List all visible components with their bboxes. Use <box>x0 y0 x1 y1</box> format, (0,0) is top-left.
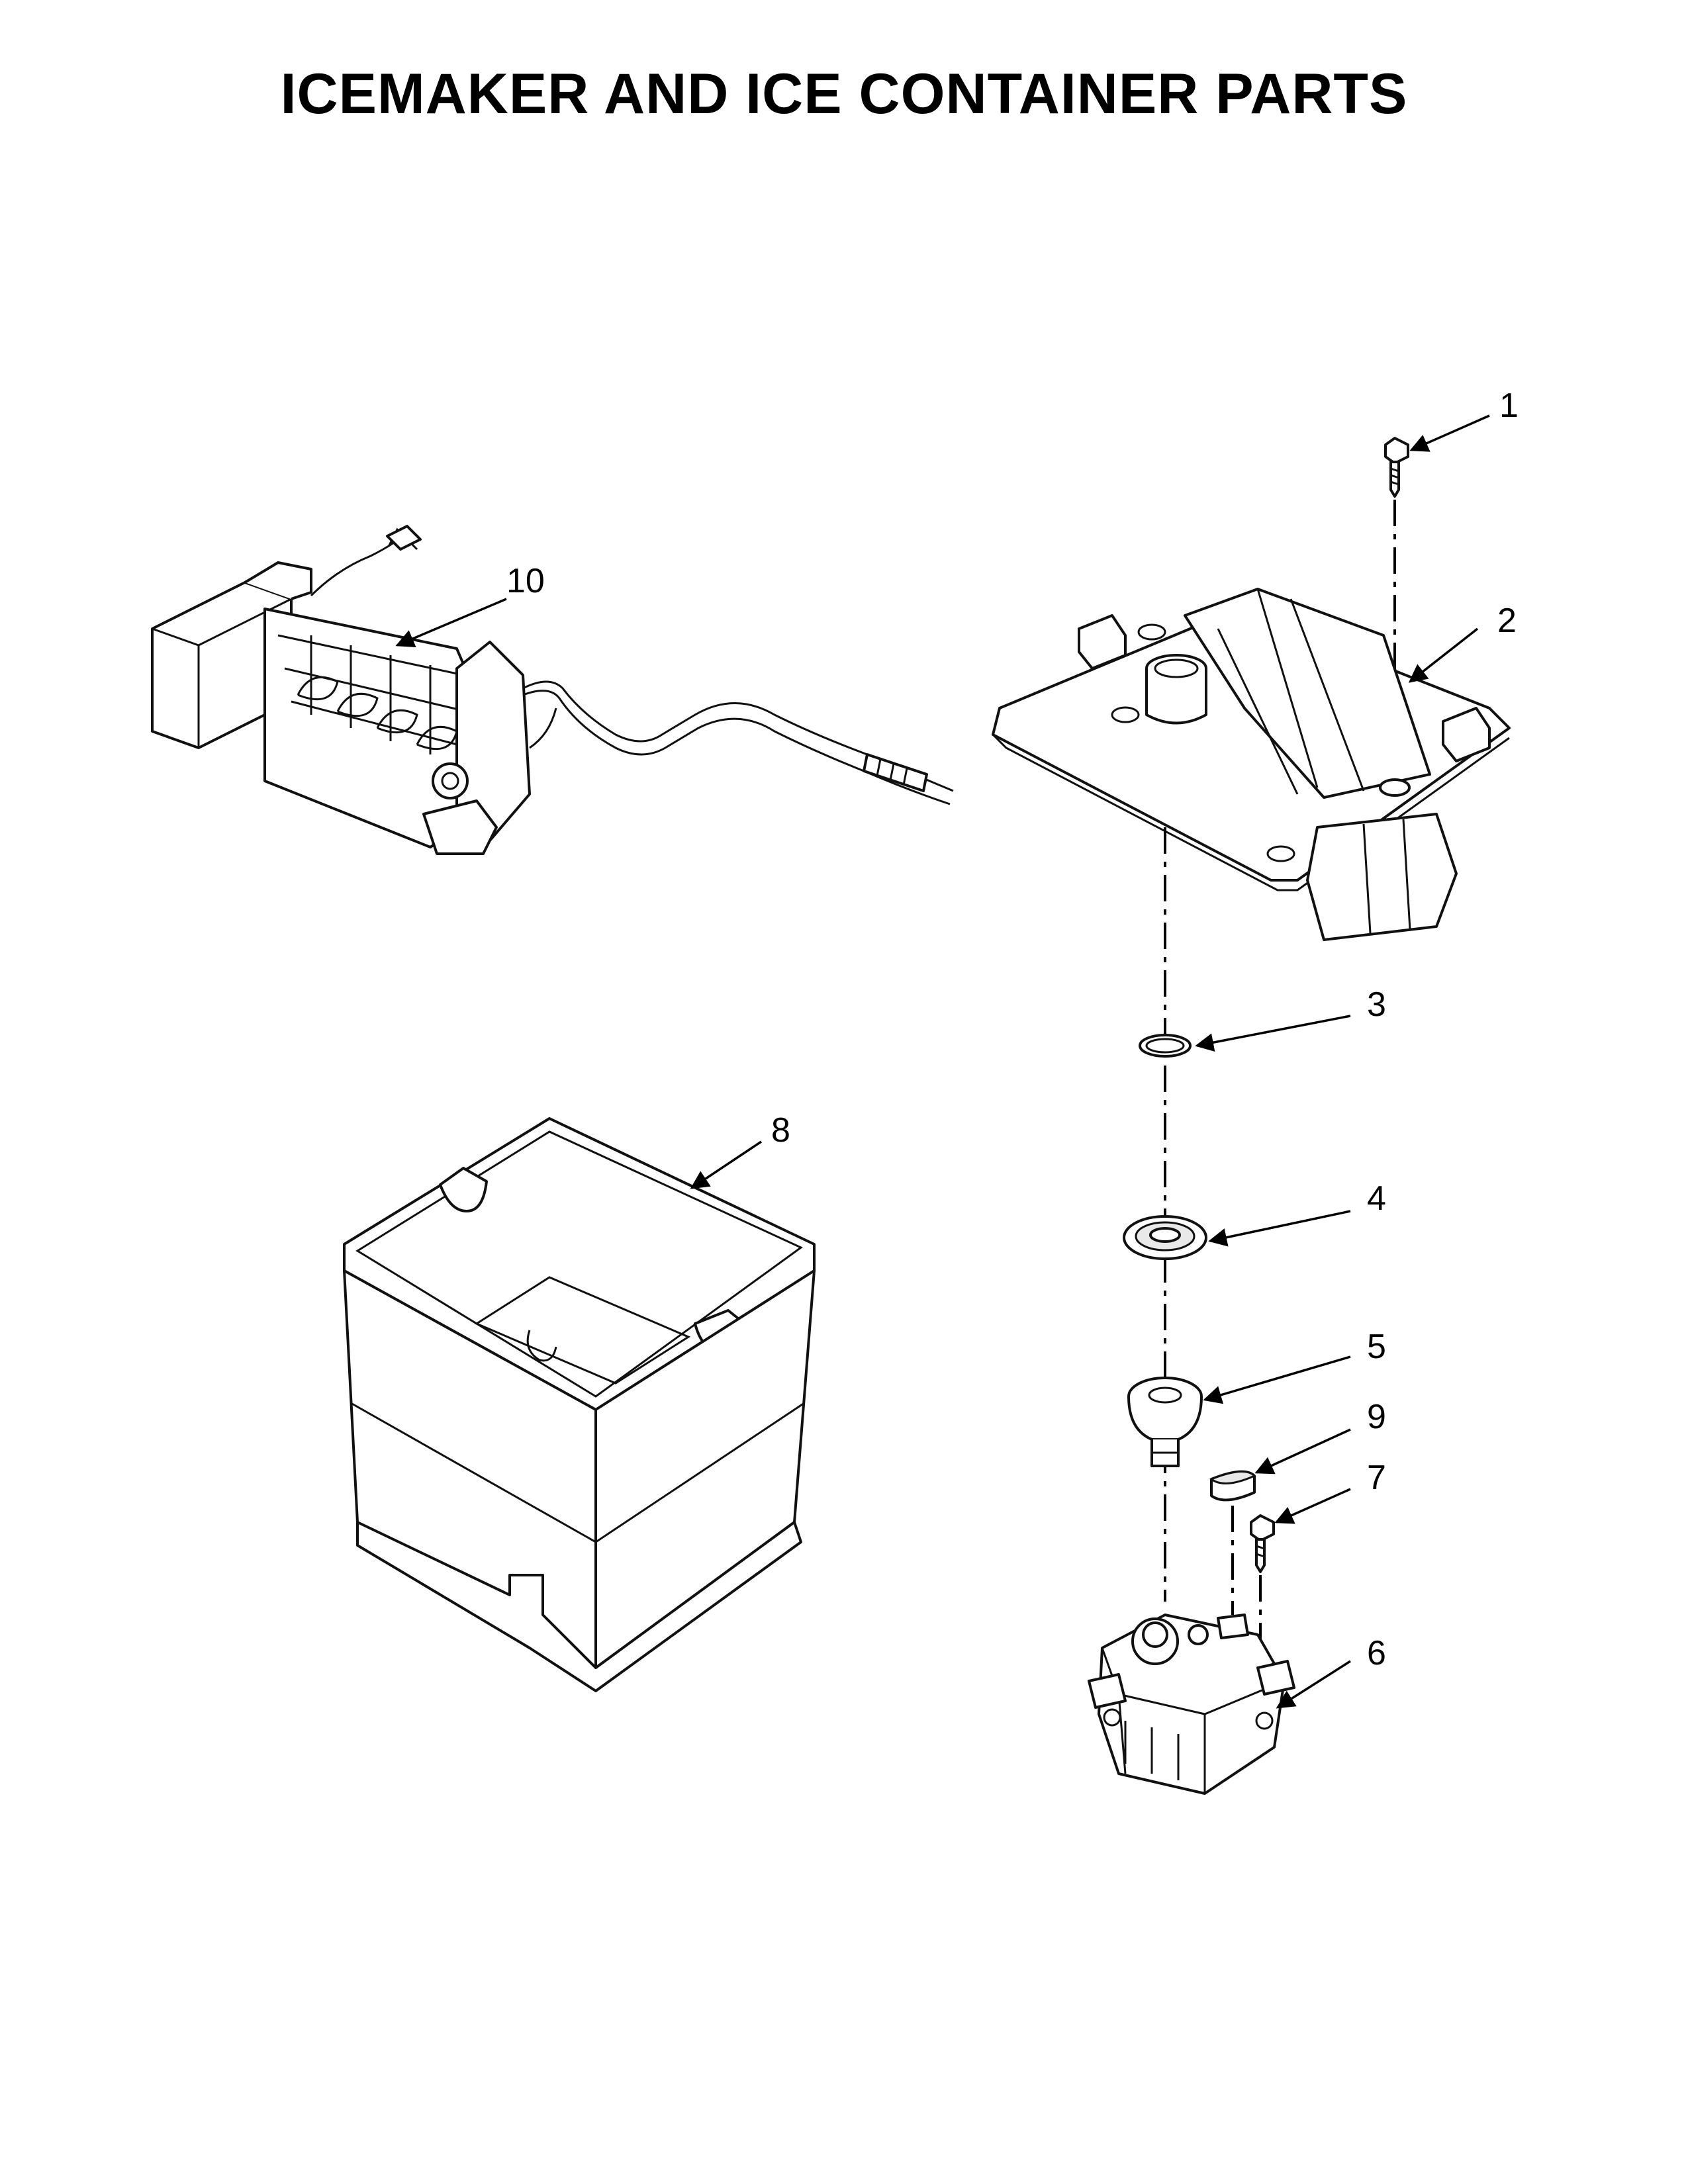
callout-5: 5 <box>1367 1328 1386 1366</box>
callout-9: 9 <box>1367 1398 1386 1436</box>
ice-container[interactable] <box>343 1117 816 1692</box>
leader-3 <box>1195 1015 1351 1052</box>
callout-7: 7 <box>1367 1459 1386 1497</box>
leader-2 <box>1408 627 1479 683</box>
auger-motor[interactable] <box>1088 1614 1295 1795</box>
callout-2: 2 <box>1497 602 1517 640</box>
leader-8 <box>690 1140 762 1189</box>
auger-housing[interactable] <box>992 588 1511 941</box>
leader-9 <box>1254 1428 1351 1475</box>
leader-10 <box>395 598 507 648</box>
leader-4 <box>1208 1210 1351 1247</box>
screw-motor[interactable] <box>1250 1514 1275 1573</box>
spacer-pad[interactable] <box>1209 1470 1256 1502</box>
bearing-seal[interactable] <box>1123 1215 1207 1260</box>
auger-coupler[interactable] <box>1127 1377 1203 1467</box>
callout-6: 6 <box>1367 1634 1386 1672</box>
callout-1: 1 <box>1499 387 1519 425</box>
screw-top[interactable] <box>1384 437 1409 498</box>
leader-1 <box>1409 414 1490 452</box>
icemaker-assembly[interactable] <box>151 525 954 855</box>
callout-10: 10 <box>506 562 545 600</box>
leader-5 <box>1203 1355 1351 1404</box>
ring-washer[interactable] <box>1139 1034 1192 1058</box>
page-title: ICEMAKER AND ICE CONTAINER PARTS <box>280 62 1408 126</box>
callout-3: 3 <box>1367 985 1386 1024</box>
callout-8: 8 <box>771 1111 790 1150</box>
leader-7 <box>1274 1488 1351 1524</box>
leader-6 <box>1276 1660 1351 1709</box>
callout-4: 4 <box>1367 1179 1386 1218</box>
